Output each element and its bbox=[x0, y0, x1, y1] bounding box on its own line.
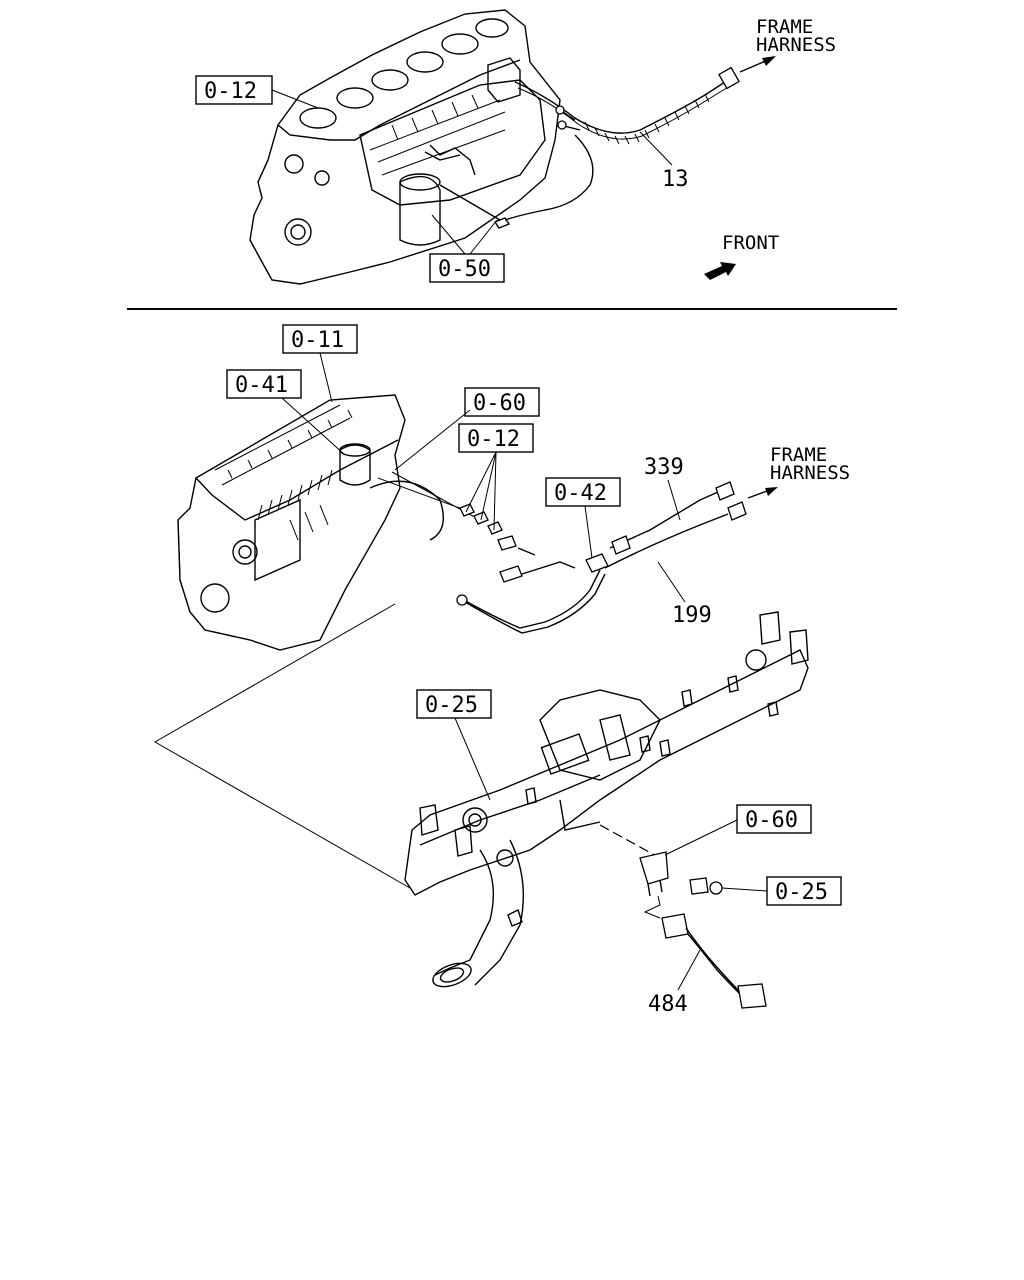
engine-block-top bbox=[249, 9, 561, 285]
bottom-engine-view: FRAME HARNESS bbox=[153, 324, 850, 1017]
ref-0-60-a: 0-60 bbox=[473, 391, 526, 416]
ref-0-41: 0-41 bbox=[235, 373, 288, 398]
ref-0-25-b: 0-25 bbox=[775, 880, 828, 905]
sensor-484-assembly bbox=[639, 851, 767, 1009]
leader-0-60-b bbox=[664, 819, 738, 856]
ref-box-0-60-a bbox=[464, 387, 540, 417]
ref-0-42: 0-42 bbox=[554, 481, 607, 506]
ref-box-0-12-top bbox=[195, 75, 273, 105]
ref-box-0-42 bbox=[545, 477, 621, 507]
part-number-484: 484 bbox=[648, 992, 688, 1017]
ref-0-25-a: 0-25 bbox=[425, 693, 478, 718]
frame-harness-label-top-1: FRAME bbox=[756, 16, 813, 38]
ref-box-0-60-b bbox=[736, 804, 812, 834]
front-label: FRONT bbox=[722, 232, 779, 254]
part-number-339: 339 bbox=[644, 455, 684, 480]
ref-box-0-41 bbox=[226, 369, 302, 399]
top-engine-view: FRAME HARNESS 0-12 0-50 13 FRONT bbox=[195, 9, 836, 285]
leader-484 bbox=[677, 949, 701, 991]
ref-box-0-50 bbox=[429, 253, 505, 283]
intake-manifold bbox=[404, 611, 809, 988]
ref-0-50: 0-50 bbox=[438, 257, 491, 282]
ref-0-12-top: 0-12 bbox=[204, 79, 257, 104]
leader-0-42 bbox=[584, 505, 593, 559]
leader-13 bbox=[639, 131, 673, 166]
leader-0-25-a bbox=[454, 717, 491, 801]
leader-0-12-top bbox=[271, 89, 319, 109]
frame-harness-label-bottom-2: HARNESS bbox=[770, 462, 850, 484]
frame-harness-arrow-bottom bbox=[747, 487, 778, 499]
sensor-cluster bbox=[377, 471, 747, 634]
leader-199 bbox=[657, 561, 686, 603]
part-number-199: 199 bbox=[672, 603, 712, 628]
ref-box-0-25-a bbox=[416, 689, 492, 719]
front-arrow-icon bbox=[704, 262, 736, 280]
ref-box-0-12-bottom bbox=[458, 423, 534, 453]
frame-harness-label-bottom-1: FRAME bbox=[770, 444, 827, 466]
engine-block-bottom bbox=[177, 394, 444, 651]
leader-0-41 bbox=[281, 397, 346, 456]
ref-0-11: 0-11 bbox=[291, 328, 344, 353]
ref-0-60-b: 0-60 bbox=[745, 808, 798, 833]
leader-339 bbox=[667, 479, 681, 521]
leader-0-11 bbox=[319, 352, 333, 403]
ref-box-0-11 bbox=[282, 324, 358, 354]
frame-harness-label-top-2: HARNESS bbox=[756, 34, 836, 56]
leader-0-60-a bbox=[394, 409, 471, 471]
leader-0-50 bbox=[431, 214, 498, 255]
leader-0-12-bottom bbox=[465, 451, 497, 531]
harness-13 bbox=[439, 66, 740, 229]
frame-harness-arrow-top bbox=[739, 56, 776, 73]
leader-0-25-b bbox=[721, 887, 768, 892]
part-number-13: 13 bbox=[662, 167, 689, 192]
projection-lines bbox=[153, 603, 411, 889]
ref-0-12-bottom: 0-12 bbox=[467, 427, 520, 452]
